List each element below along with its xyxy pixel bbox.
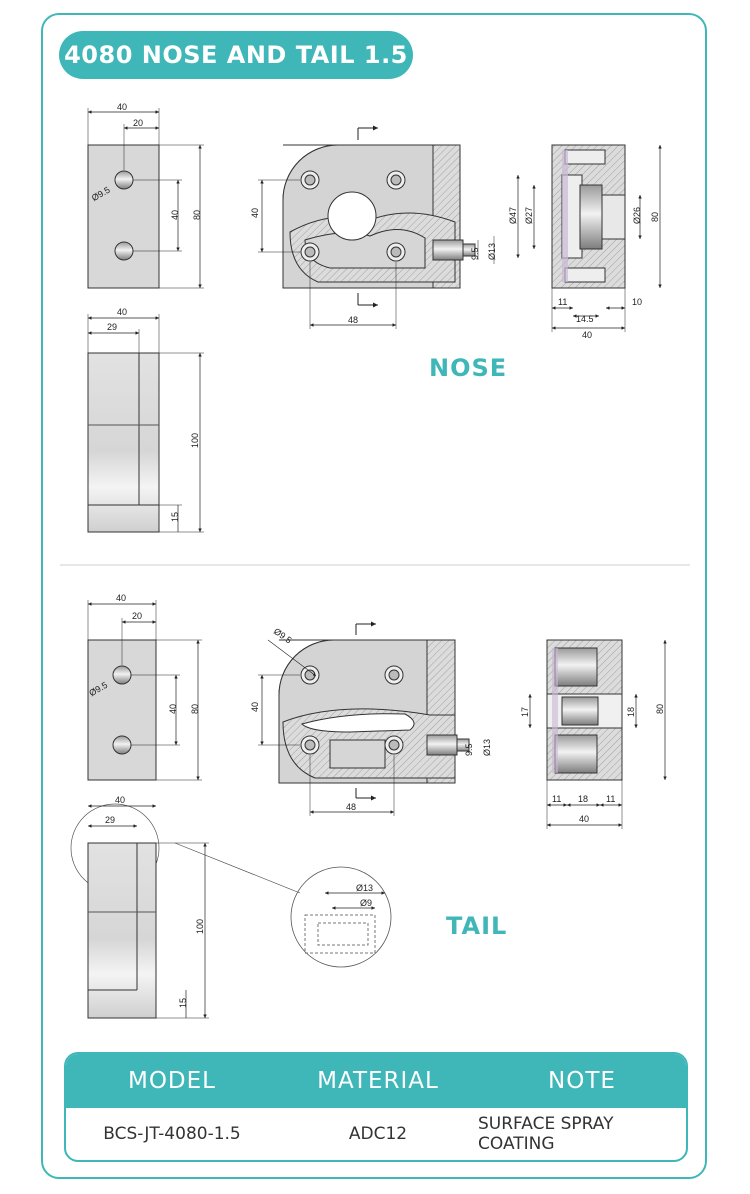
- page-frame: [41, 13, 707, 1179]
- tail-plan-width: 48: [346, 802, 356, 812]
- nose-section-height: 80: [650, 212, 660, 222]
- tail-side-width: 40: [115, 795, 125, 805]
- nose-section-c: 10: [632, 297, 642, 307]
- cell-material: ADC12: [348, 1124, 408, 1144]
- spec-table: MODEL MATERIAL NOTE BCS-JT-4080-1.5 ADC1…: [64, 1052, 688, 1162]
- nose-side-base: 15: [170, 512, 180, 522]
- nose-section-a: 11: [558, 297, 567, 307]
- tail-plan-height: 40: [250, 702, 260, 712]
- nose-side-height: 100: [190, 433, 200, 448]
- nose-section-width: 40: [582, 330, 592, 340]
- nose-label: NOSE: [429, 354, 508, 382]
- tail-plan-bore: 9.5: [464, 743, 474, 756]
- nose-side-view: 40 29 100 15: [87, 307, 204, 533]
- nose-side-step: 29: [107, 322, 117, 332]
- nose-section-b: 14.5: [576, 314, 594, 324]
- header-material: MATERIAL: [317, 1068, 439, 1094]
- tail-section-left: 17: [520, 707, 530, 717]
- nose-section-d1: Ø47: [508, 207, 518, 224]
- tail-section-a: 11: [552, 794, 561, 804]
- nose-front-height: 80: [192, 210, 202, 220]
- tail-section-right: 18: [626, 707, 636, 717]
- tail-side-base: 15: [178, 998, 188, 1008]
- nose-front-view: 40 20 Ø9.5 40 80: [87, 102, 204, 289]
- nose-section-d2: Ø27: [524, 207, 534, 224]
- nose-side-width: 40: [117, 307, 127, 317]
- tail-section-c: 11: [606, 794, 615, 804]
- cell-note: SURFACE SPRAY COATING: [478, 1114, 614, 1154]
- tail-front-view: 40 20 Ø9.5 40 80: [87, 593, 202, 781]
- nose-plan-boss: Ø13: [487, 243, 497, 260]
- page-title: 4080 NOSE AND TAIL 1.5: [59, 31, 413, 79]
- tail-plan-boss: Ø13: [482, 739, 492, 756]
- nose-plan-view: 40 48 9.5 Ø13: [250, 125, 497, 329]
- tail-front-hole-x: 20: [132, 611, 142, 621]
- tail-detail-d1: Ø13: [356, 883, 373, 893]
- tail-front-width: 40: [116, 593, 126, 603]
- nose-plan-height: 40: [250, 208, 260, 218]
- tail-label: TAIL: [446, 912, 508, 940]
- nose-front-pitch: 40: [170, 210, 180, 220]
- tail-side-step: 29: [105, 815, 115, 825]
- nose-front-width: 40: [117, 102, 127, 112]
- tail-plan-view: Ø9.5 40 48 9.5 Ø13: [250, 621, 492, 816]
- tail-side-height: 100: [195, 919, 205, 934]
- tail-section-height: 80: [655, 704, 665, 714]
- tail-detail-d2: Ø9: [360, 898, 372, 908]
- nose-plan-width: 48: [348, 315, 358, 325]
- tail-section-width: 40: [579, 814, 589, 824]
- header-note: NOTE: [548, 1068, 616, 1094]
- tail-side-view: 40 29 100 15: [70, 795, 301, 1019]
- header-model: MODEL: [127, 1068, 216, 1094]
- tail-front-pitch: 40: [168, 704, 178, 714]
- tail-section-b: 18: [578, 794, 588, 804]
- cell-model: BCS-JT-4080-1.5: [103, 1124, 241, 1144]
- nose-front-hole-x: 20: [133, 118, 143, 128]
- nose-section-d3: Ø26: [632, 207, 642, 224]
- tail-section-view: 17 18 80 11 18 11 40: [520, 639, 667, 829]
- tail-plan-hole: Ø9.5: [272, 626, 294, 645]
- nose-section-view: Ø47 Ø27 Ø26 80 11 14.5 10 40: [508, 144, 662, 340]
- spec-table-header: MODEL MATERIAL NOTE: [66, 1054, 686, 1108]
- tail-front-height: 80: [190, 704, 200, 714]
- table-row: BCS-JT-4080-1.5 ADC12 SURFACE SPRAY COAT…: [66, 1108, 686, 1160]
- tail-detail-view: Ø13 Ø9: [290, 866, 392, 968]
- nose-plan-bore: 9.5: [470, 247, 480, 260]
